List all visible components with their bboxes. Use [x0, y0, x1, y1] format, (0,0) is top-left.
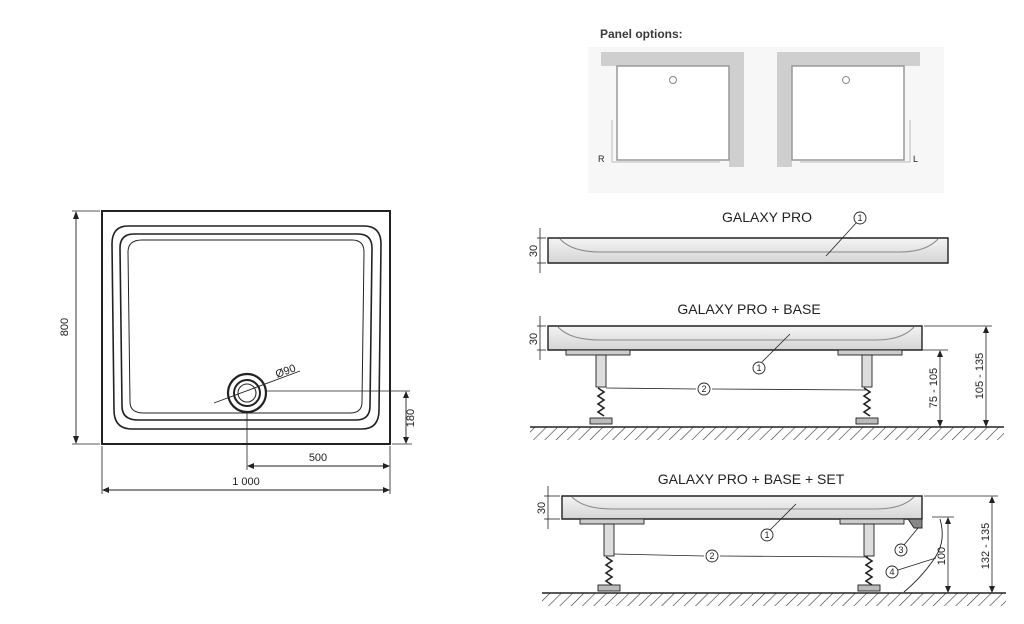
floor-hatch — [542, 593, 1006, 606]
panel-option-right: R — [598, 52, 744, 167]
panel-options-title: Panel options: — [600, 27, 683, 41]
dim-tray-label: 30 — [528, 333, 540, 345]
callout-4: 4 — [889, 567, 894, 577]
section-galaxy-pro-base: GALAXY PRO + BASE 30 2 1 — [528, 301, 1004, 440]
tray-rim-outer — [111, 225, 382, 430]
callout-circle — [752, 361, 766, 375]
panel-options: Panel options: R L — [588, 27, 944, 193]
callout-circle — [885, 565, 899, 579]
callout-1: 1 — [857, 213, 862, 223]
callout-leader — [825, 221, 858, 257]
dim-legs-label: 75 - 105 — [928, 368, 940, 408]
tray-basin — [127, 239, 365, 414]
panel-left-letter: L — [913, 154, 918, 164]
callout-1: 1 — [756, 363, 761, 373]
tray-profile — [547, 237, 949, 264]
callout-circle — [894, 543, 908, 557]
callout-circle — [760, 528, 774, 542]
panel-profile — [903, 518, 943, 593]
callout-1: 1 — [764, 530, 769, 540]
tray-profile — [547, 325, 923, 351]
section-title: GALAXY PRO + BASE — [677, 301, 820, 317]
callout-2: 2 — [701, 384, 706, 394]
dim-height-label: 800 — [59, 318, 71, 336]
callout-2: 2 — [709, 551, 714, 561]
dim-drain-y-label: 180 — [405, 409, 417, 427]
callout-circle — [705, 549, 719, 563]
leg-right — [839, 518, 905, 592]
section-title: GALAXY PRO — [722, 209, 812, 225]
section-title: GALAXY PRO + BASE + SET — [658, 471, 845, 487]
top-view: Ø90 800 180 500 1 000 — [59, 210, 417, 494]
callout-circle — [853, 211, 867, 225]
tray-profile — [561, 495, 923, 520]
leg-right — [837, 349, 903, 425]
dim-drain-x-label: 500 — [309, 452, 327, 464]
section-galaxy-pro-base-set: GALAXY PRO + BASE + SET 30 — [536, 471, 1006, 606]
tray-basin-profile — [559, 238, 939, 253]
panel-bracket — [907, 518, 923, 529]
dim-legs-label: 100 — [936, 547, 948, 565]
leg-left — [565, 349, 631, 425]
section-galaxy-pro: GALAXY PRO 30 1 — [528, 209, 949, 273]
callout-circle — [697, 382, 711, 396]
tray-rim-inner — [119, 233, 373, 421]
dim-total-label: 105 - 135 — [974, 353, 986, 399]
panel-right-letter: R — [598, 154, 605, 164]
dim-total-label: 132 - 135 — [980, 523, 992, 569]
floor-hatch — [530, 427, 1004, 440]
dim-tray-label: 30 — [536, 502, 548, 514]
dim-width-label: 1 000 — [232, 476, 260, 488]
panel-option-left: L — [777, 52, 920, 167]
drain-icon — [213, 370, 410, 470]
leg-left — [579, 518, 645, 592]
dim-tray-label: 30 — [528, 245, 540, 257]
callout-3: 3 — [898, 545, 903, 555]
